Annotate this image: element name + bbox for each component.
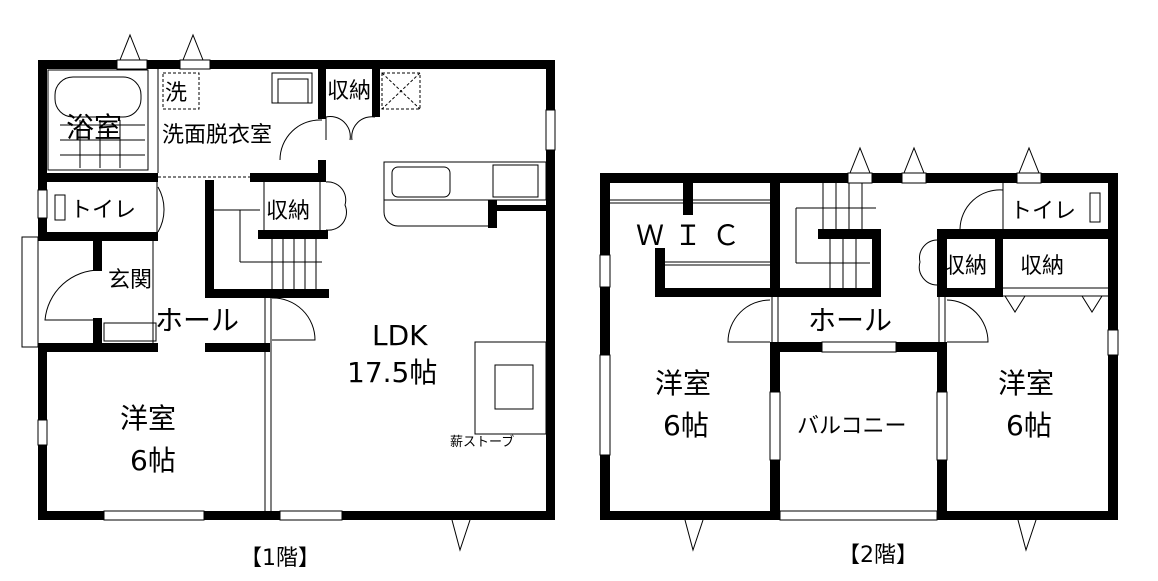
room-label-toilet-1f: トイレ [70, 198, 136, 223]
room-label-hall-1f: ホール [155, 304, 239, 337]
stair-treads-2f [822, 183, 863, 288]
label-wood-stove: 薪ストーブ [450, 434, 514, 450]
room-label-western-2f-left-size: 6帖 [663, 409, 709, 442]
stair-treads-1f [271, 239, 317, 289]
room-label-washer: 洗 [165, 81, 187, 106]
room-label-storage-2f-b: 収納 [1020, 254, 1064, 279]
floor2-plan [599, 146, 1119, 552]
room-label-ldk: LDK [372, 319, 428, 352]
room-label-western-1f-size: 6帖 [130, 444, 176, 477]
room-label-entrance: 玄関 [108, 268, 152, 293]
room-label-bath: 浴室 [66, 111, 122, 144]
room-label-ldk-size: 17.5帖 [347, 356, 437, 389]
floor2-caption: 【2階】 [838, 543, 918, 568]
floor1-caption: 【1階】 [240, 546, 320, 571]
room-label-hall-2f: ホール [808, 304, 892, 337]
room-label-western-2f-left: 洋室 [655, 367, 711, 400]
floor1-plan [21, 33, 556, 552]
room-label-western-1f: 洋室 [120, 402, 176, 435]
room-label-storage-1f-b: 収納 [266, 199, 310, 224]
room-label-western-2f-right: 洋室 [998, 367, 1054, 400]
room-label-wic: ＷＩＣ [636, 219, 750, 252]
room-label-storage-2f-a: 収納 [943, 254, 987, 279]
room-label-western-2f-right-size: 6帖 [1006, 409, 1052, 442]
room-label-storage-1f-a: 収納 [327, 79, 371, 104]
room-label-washroom: 洗面脱衣室 [162, 123, 272, 148]
room-label-toilet-2f: トイレ [1010, 199, 1076, 224]
room-label-balcony: バルコニー [797, 414, 907, 439]
